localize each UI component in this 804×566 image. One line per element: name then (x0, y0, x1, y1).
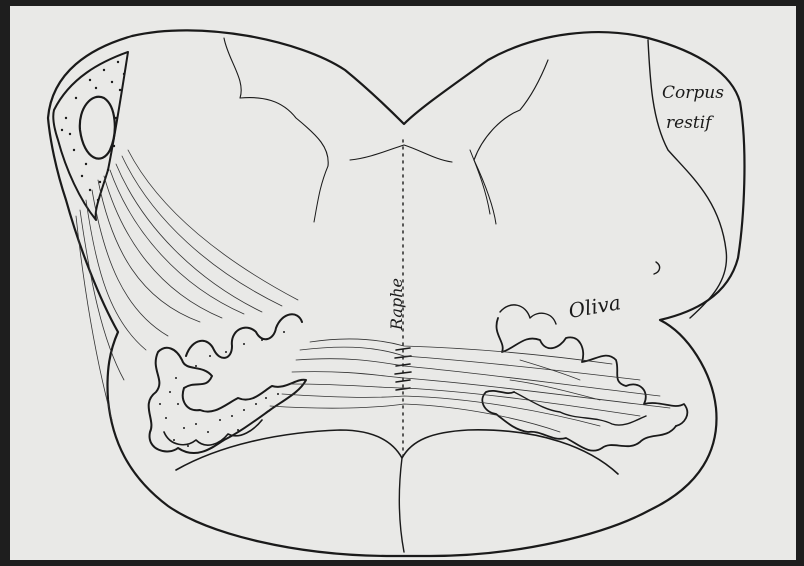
label-raphe: Raphe (387, 278, 406, 331)
label-corpus-line2: restif (666, 113, 714, 133)
label-corpus-line1: Corpus (662, 83, 724, 103)
